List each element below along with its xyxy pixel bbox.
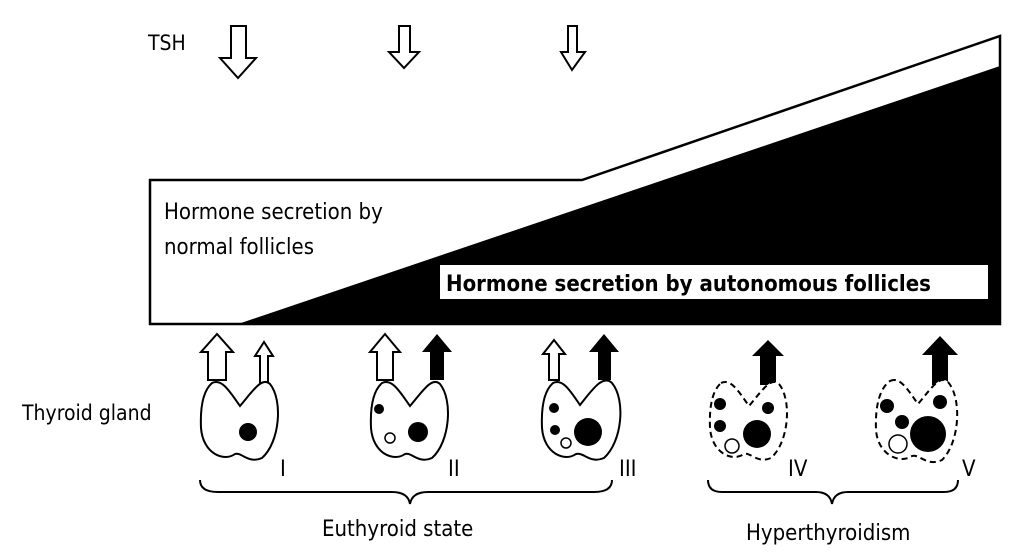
stage-i <box>201 334 278 460</box>
stage-numeral-ii: II <box>448 457 460 482</box>
thyroid-gland-label: Thyroid gland <box>21 401 152 425</box>
normal-secretion-label-line1: Hormone secretion by <box>164 200 383 225</box>
autonomous-nodule <box>895 415 909 429</box>
thyroid-gland-outline <box>371 382 448 460</box>
autonomous-nodule <box>910 416 946 452</box>
autonomous-secretion-arrow <box>589 334 619 380</box>
stage-numeral-iv: IV <box>788 457 808 482</box>
normal-secretion-label-line2: normal follicles <box>164 235 314 260</box>
stage-numeral-iii: III <box>619 457 637 482</box>
stage-ii <box>370 334 452 460</box>
cold-nodule <box>385 433 395 443</box>
cold-nodule <box>889 435 907 453</box>
euthyroid-brace <box>200 480 612 504</box>
autonomous-secretion-arrow <box>422 334 452 380</box>
normal-secretion-arrow <box>201 334 233 380</box>
tsh-arrow-small <box>561 26 585 70</box>
autonomous-nodule <box>239 423 257 441</box>
autonomous-nodule <box>550 425 560 435</box>
autonomous-nodule <box>743 420 771 448</box>
autonomous-nodule <box>880 399 894 413</box>
autonomous-nodule <box>714 398 726 410</box>
tsh-arrow-medium <box>389 26 419 68</box>
autonomous-nodule <box>762 402 774 414</box>
autonomous-secretion-arrow <box>922 336 958 385</box>
thyroid-gland-outline <box>201 382 278 460</box>
tsh-label: TSH <box>147 31 186 55</box>
stage-numeral-v: V <box>962 457 976 482</box>
euthyroid-state-label: Euthyroid state <box>322 517 473 542</box>
autonomous-nodule <box>574 418 602 446</box>
stage-v <box>876 336 958 462</box>
autonomous-nodule <box>374 404 384 414</box>
stage-iii <box>542 334 621 460</box>
hyperthyroidism-label: Hyperthyroidism <box>746 521 910 546</box>
tsh-arrow-large <box>220 26 256 78</box>
autonomous-nodule <box>549 403 559 413</box>
cold-nodule <box>561 438 571 448</box>
stage-iv <box>710 340 787 460</box>
stage-numeral-i: I <box>280 457 286 482</box>
autonomous-secretion-arrow <box>752 340 784 385</box>
normal-secretion-arrow <box>543 340 565 380</box>
autonomous-nodule <box>408 422 428 442</box>
normal-secretion-arrow <box>370 334 400 380</box>
hyperthyroidism-brace <box>708 480 958 504</box>
autonomous-nodule <box>714 420 726 432</box>
cold-nodule <box>725 439 739 453</box>
autonomous-secretion-label: Hormone secretion by autonomous follicle… <box>446 272 931 297</box>
autonomous-nodule <box>933 395 947 409</box>
